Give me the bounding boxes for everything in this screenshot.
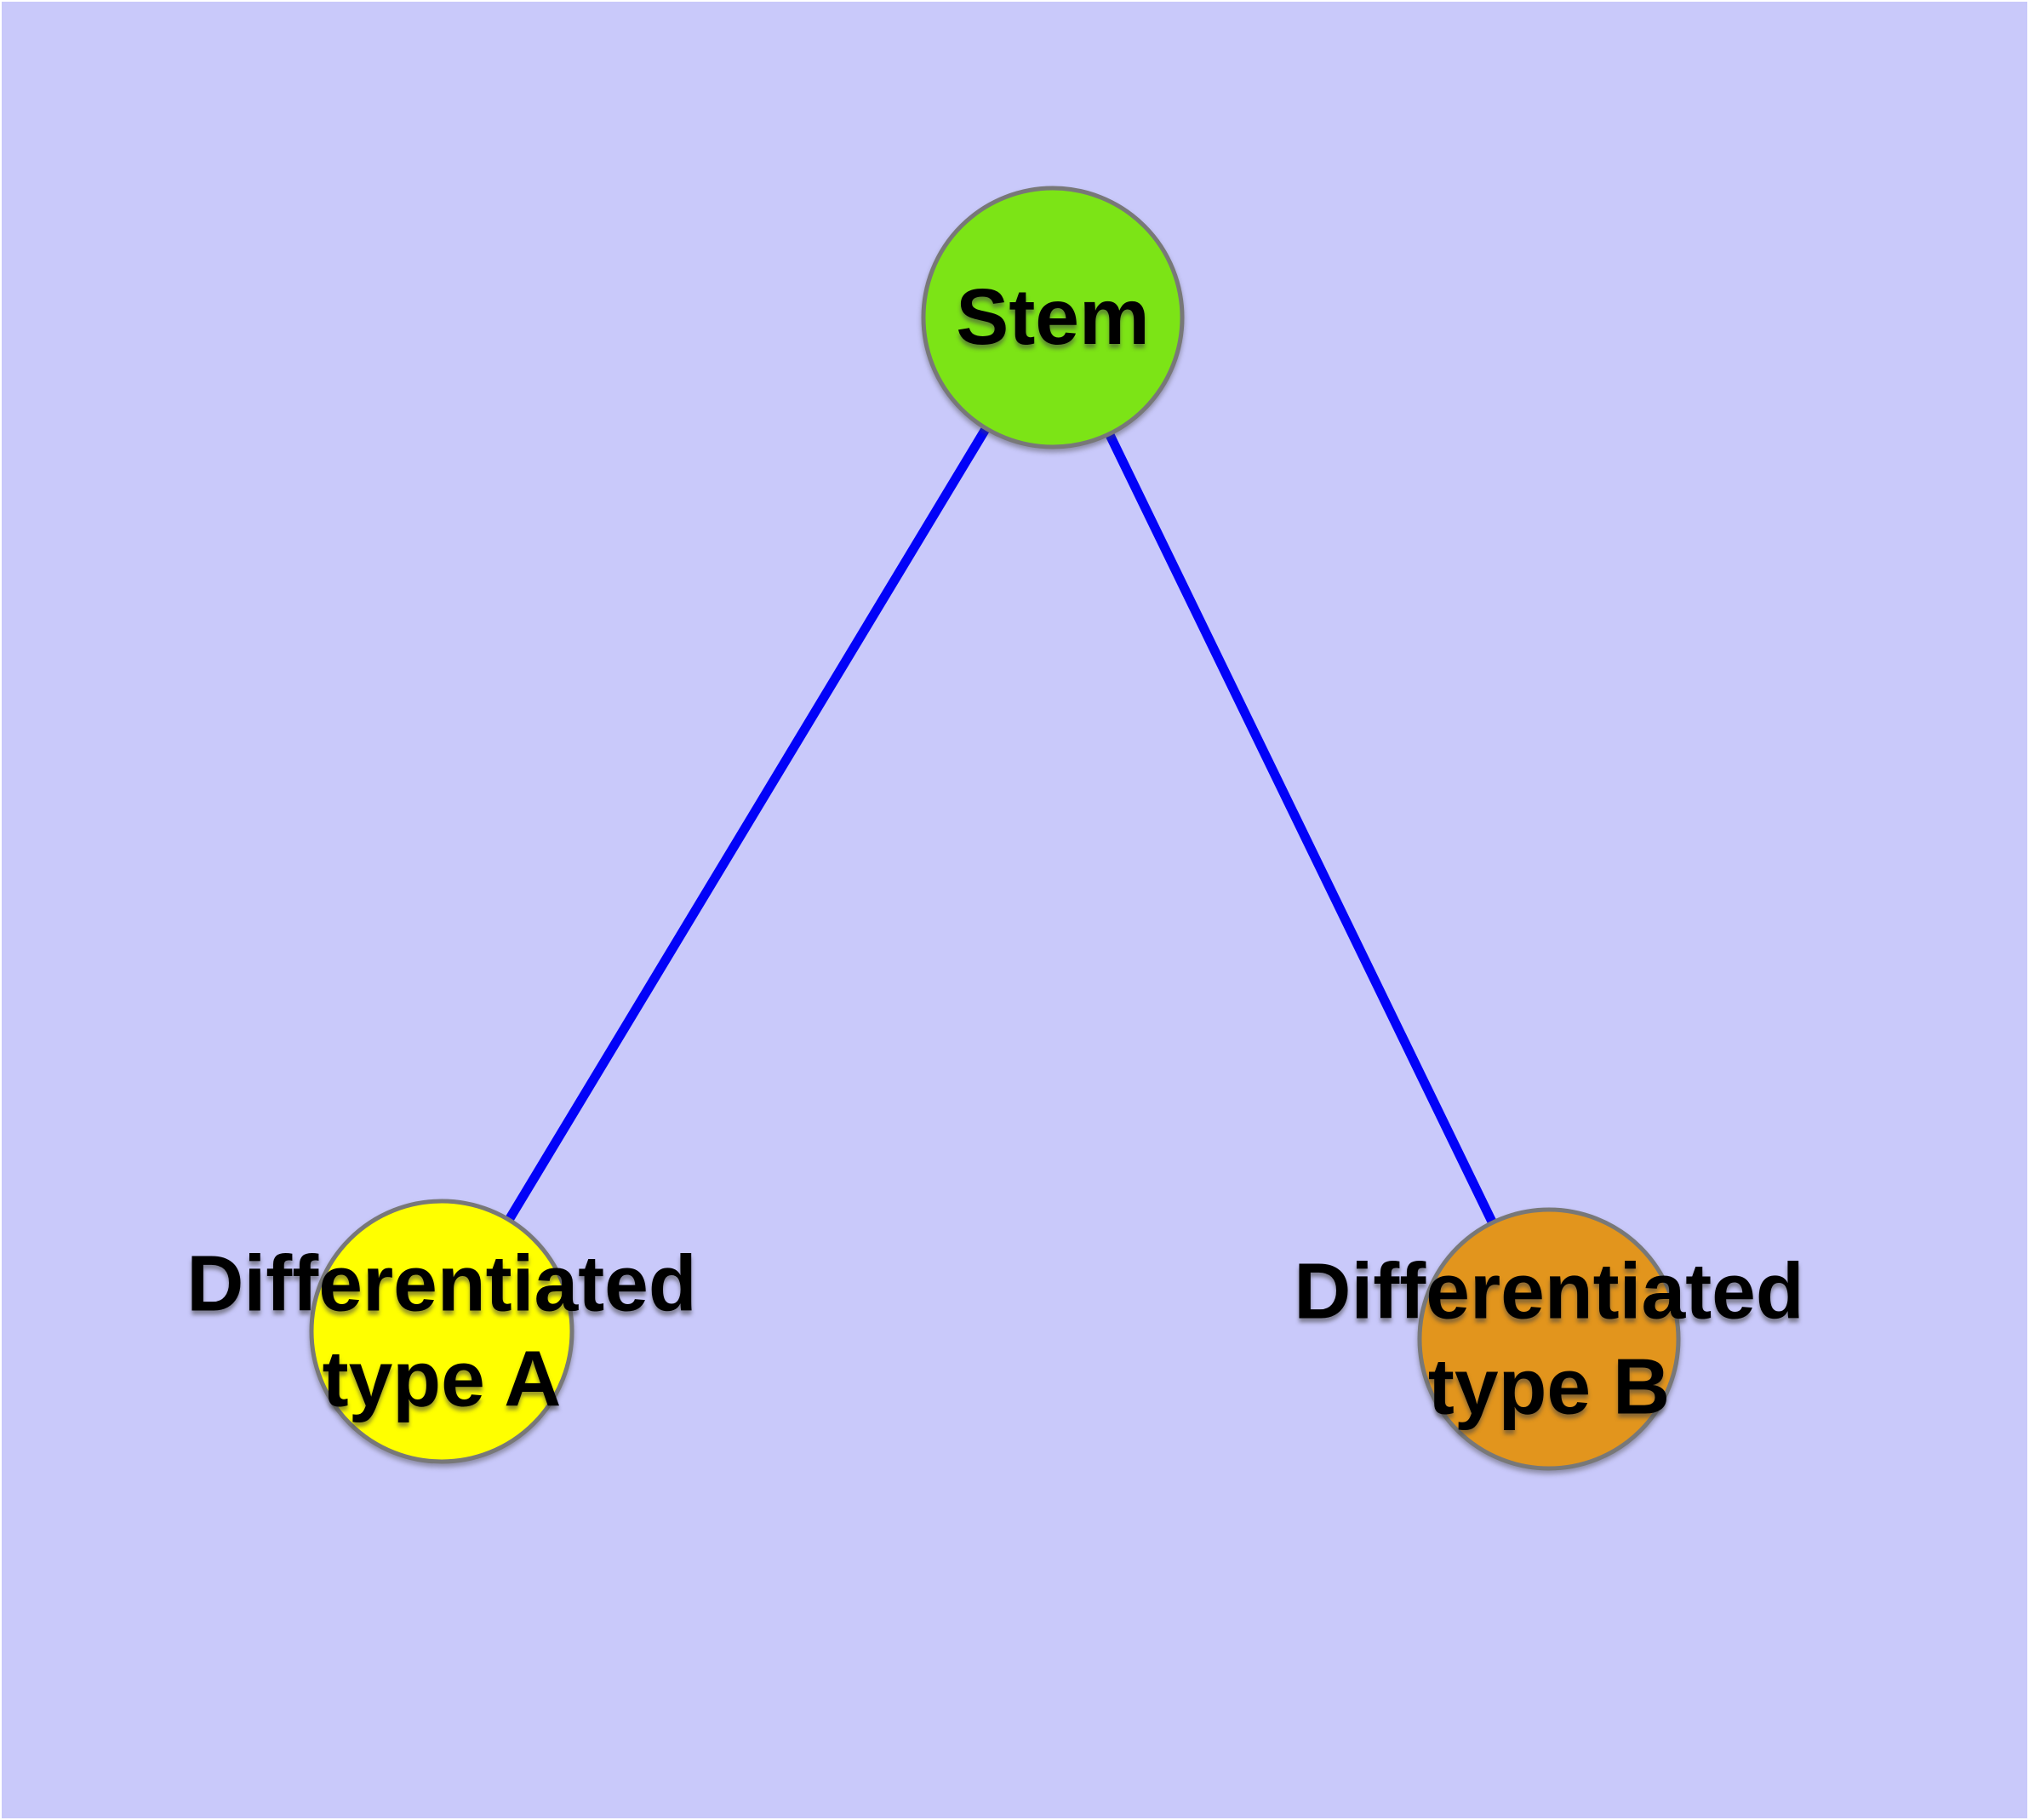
node-stem-label: Stem — [956, 270, 1149, 365]
node-stem-circle — [921, 186, 1185, 449]
node-stem-label-text: Stem — [956, 272, 1150, 362]
node-differentiated-type-a-circle — [309, 1199, 574, 1464]
edge-stem-to-type-b — [1049, 315, 1553, 1342]
node-differentiated-type-b-circle — [1417, 1207, 1681, 1471]
node-differentiated-type-b-label-line1: Differentiated — [1294, 1246, 1804, 1336]
node-differentiated-type-a-label: Differentiated type A — [186, 1236, 696, 1426]
node-differentiated-type-b-label: Differentiated type B — [1294, 1244, 1803, 1434]
edge-stem-to-type-a — [437, 315, 1057, 1334]
node-differentiated-type-b-label-line2: type B — [1427, 1342, 1671, 1430]
node-differentiated-type-a-label-line2: type A — [322, 1334, 562, 1422]
node-differentiated-type-a-label-line1: Differentiated — [186, 1239, 697, 1328]
